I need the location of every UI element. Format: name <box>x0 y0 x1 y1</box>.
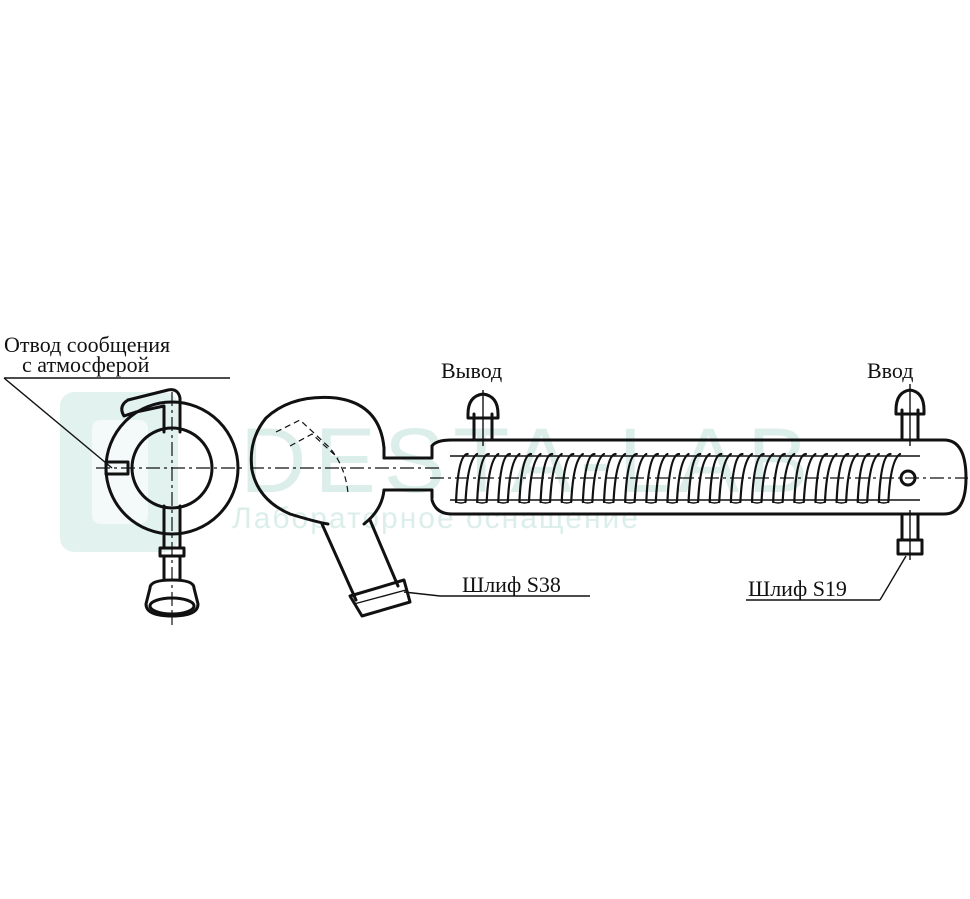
coil-turn-back <box>506 452 521 504</box>
watermark-logo <box>60 392 178 552</box>
coil-turn-base <box>709 501 720 504</box>
coil-turn-base <box>772 501 783 504</box>
side-view <box>249 384 968 618</box>
coil-turn-base <box>878 501 889 504</box>
coil-turn-front <box>877 452 892 504</box>
label-inlet: Ввод <box>867 358 913 383</box>
coil-turn-front <box>497 452 512 504</box>
coil-turn-base <box>794 501 805 504</box>
coil-turn-base <box>455 501 466 504</box>
coil-turn-back <box>781 452 796 504</box>
coil-turn-back <box>866 452 880 504</box>
label-vent-line2: с атмосферой <box>22 352 150 377</box>
coil-turn-back <box>548 452 563 504</box>
coil-turn-base <box>815 501 826 504</box>
label-vent-line1: Отвод сообщения <box>4 332 170 357</box>
coil-turn-base <box>603 501 614 504</box>
coil-turn-front <box>560 452 575 504</box>
coil-turn-base <box>688 501 699 504</box>
coil-turn-front <box>772 452 786 504</box>
coil-turn-front <box>454 452 469 504</box>
coil-turn-front <box>687 452 702 504</box>
coil-turn-front <box>856 452 871 504</box>
coil-turn-base <box>498 501 509 504</box>
coil-turn-back <box>760 452 775 504</box>
coil-turn-front <box>602 452 617 504</box>
coil-turn-back <box>464 452 479 504</box>
coil-turn-back <box>887 452 902 504</box>
coil-turn-back <box>675 452 690 504</box>
coil-turn-back <box>570 452 584 504</box>
coil-turn-base <box>476 501 487 504</box>
coil-turn-front <box>750 452 765 504</box>
coil-turn-front <box>666 452 681 504</box>
coil-turn-front <box>476 452 490 504</box>
end-view <box>96 388 246 625</box>
watermark: DESTA-LAB Лабораторное оснащение <box>60 392 808 552</box>
coil-turn-base <box>730 501 741 504</box>
coil-turn-base <box>624 501 635 504</box>
coil-turn-base <box>540 501 551 504</box>
coil-turn-base <box>561 501 572 504</box>
leader-lines <box>3 377 907 601</box>
coil-turn-back <box>718 452 732 504</box>
coil-turn-back <box>823 452 838 504</box>
coil-turn-base <box>519 501 530 504</box>
label-joint-s38: Шлиф S38 <box>462 572 561 597</box>
coil-turn-back <box>802 452 817 504</box>
coil-turn-front <box>729 452 744 504</box>
coil <box>454 452 902 504</box>
label-outlet: Вывод <box>441 358 502 383</box>
coil-turn-base <box>857 501 868 504</box>
coil-turn-back <box>527 452 542 504</box>
coil-turn-back <box>485 452 500 504</box>
coil-turn-front <box>814 452 829 504</box>
coil-turn-back <box>633 452 648 504</box>
coil-turn-base <box>582 501 593 504</box>
coil-turn-front <box>645 452 660 504</box>
coil-turn-back <box>654 452 669 504</box>
coil-turn-back <box>591 452 606 504</box>
coil-turn-front <box>793 452 808 504</box>
coil-turn-front <box>518 452 533 504</box>
coil-turn-front <box>581 452 596 504</box>
coil-turn-front <box>708 452 723 504</box>
coil-turn-back <box>696 452 711 504</box>
coil-turn-front <box>835 452 850 504</box>
coil-turn-base <box>751 501 762 504</box>
coil-turn-back <box>844 452 859 504</box>
coil-turn-base <box>646 501 657 504</box>
coil-turn-back <box>612 452 627 504</box>
coil-turn-front <box>624 452 638 504</box>
coil-turn-front <box>539 452 554 504</box>
coil-turn-base <box>667 501 678 504</box>
label-joint-s19: Шлиф S19 <box>748 576 847 601</box>
coil-turn-base <box>836 501 847 504</box>
coil-turn-back <box>739 452 754 504</box>
